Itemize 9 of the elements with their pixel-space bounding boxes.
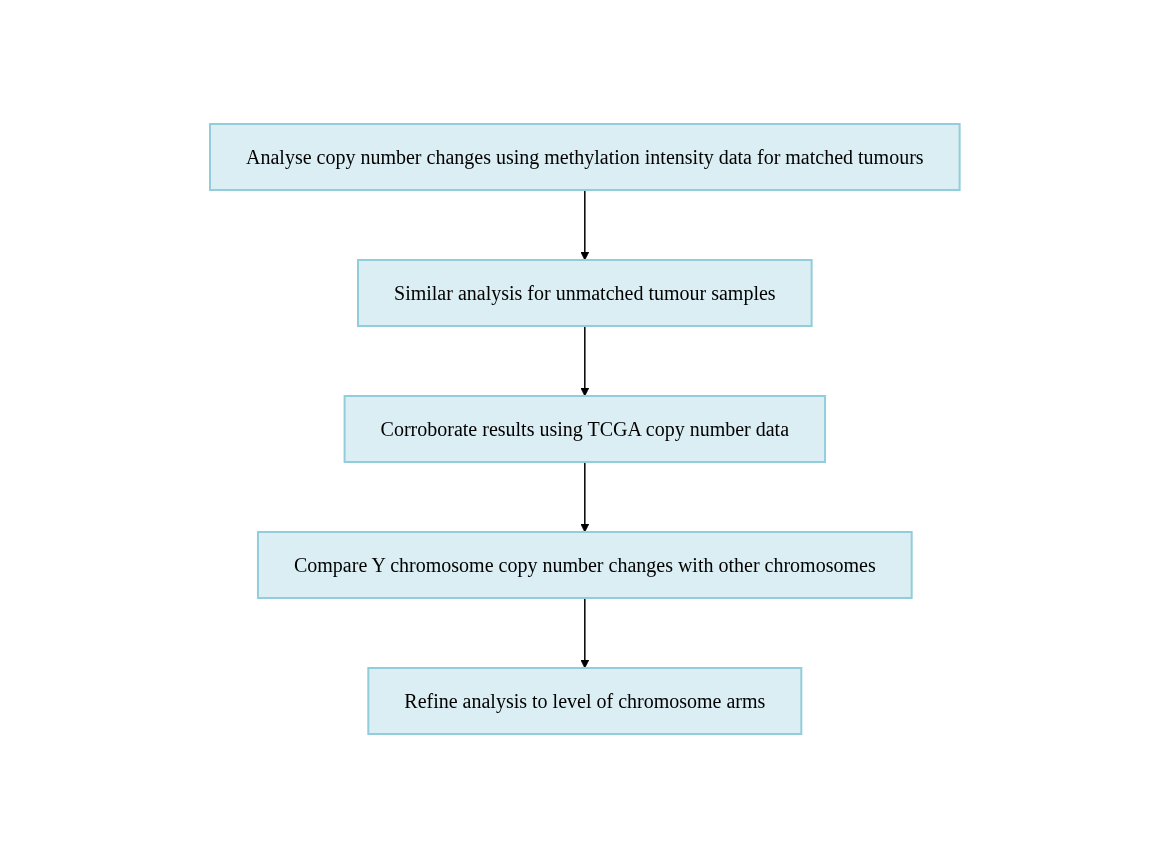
- arrow: [580, 188, 589, 260]
- arrow: [580, 460, 589, 532]
- arrow: [580, 324, 589, 396]
- node-box: Refine analysis to level of chromosome arms: [367, 666, 802, 735]
- arrow: [580, 596, 589, 668]
- node-box: Corroborate results using TCGA copy number data: [343, 394, 826, 463]
- node-box: Analyse copy number changes using methylation intensity data for matched tumours: [208, 122, 961, 191]
- node-box: Similar analysis for unmatched tumour samples: [356, 258, 813, 327]
- node-box: Compare Y chromosome copy number changes with other chromosomes: [256, 530, 913, 599]
